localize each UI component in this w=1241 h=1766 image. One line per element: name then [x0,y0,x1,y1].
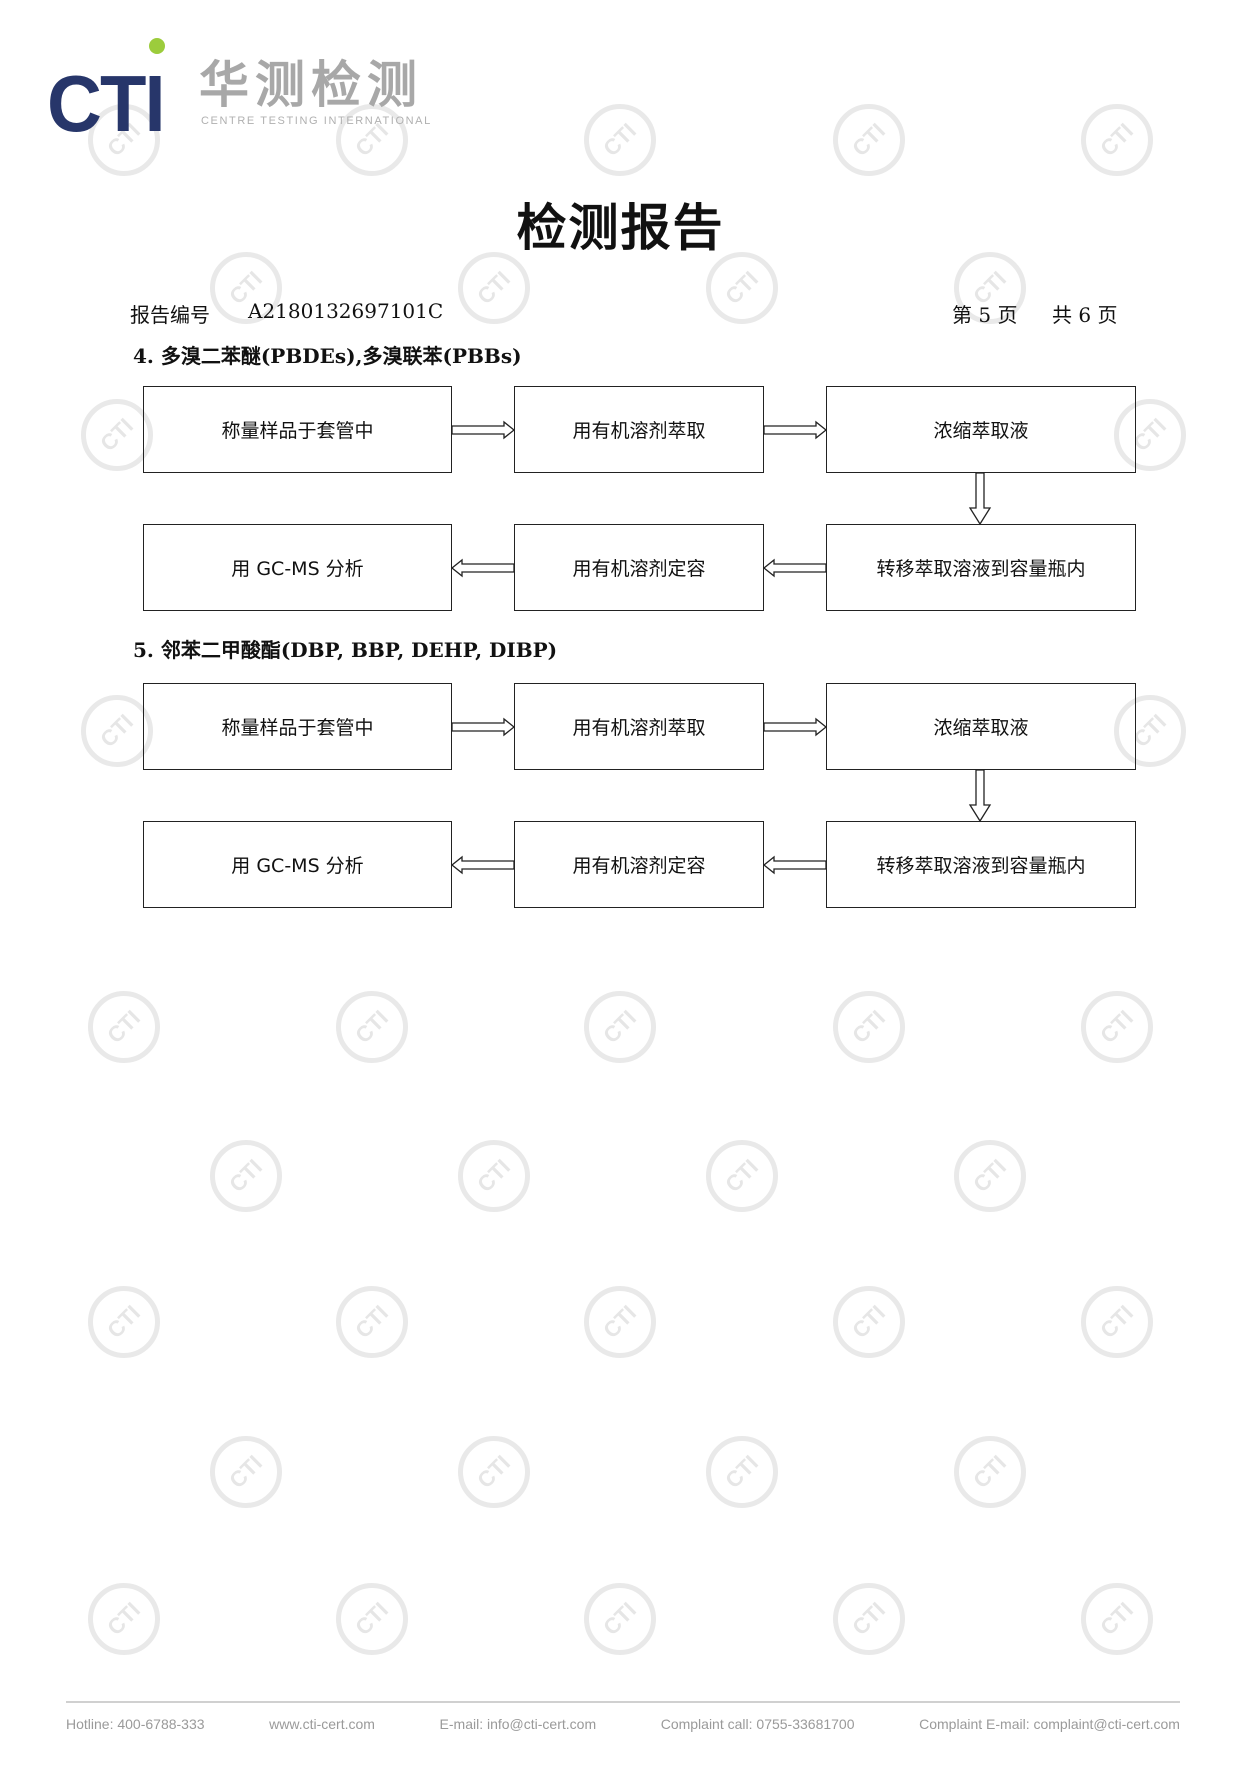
flow-step-box: 用有机溶剂定容 [514,524,764,611]
arrow-left-icon [450,855,515,874]
flow-step-box: 称量样品于套管中 [143,683,452,770]
footer-email: E-mail: info@cti-cert.com [439,1716,597,1732]
report-number-label: 报告编号 [130,303,210,327]
cti-watermark-icon: CTI [569,89,671,191]
cti-watermark-icon: CTI [818,1568,920,1670]
arrow-right-icon [763,420,828,439]
footer-divider [66,1701,1180,1703]
flow-step-box: 用有机溶剂定容 [514,821,764,908]
footer-complaint-email: Complaint E-mail: complaint@cti-cert.com [919,1716,1180,1732]
flow-step-box: 用 GC-MS 分析 [143,821,452,908]
arrow-right-icon [763,717,828,736]
flow-step-box: 用有机溶剂萃取 [514,386,764,473]
arrow-right-icon [451,717,516,736]
cti-watermark-icon: CTI [443,1125,545,1227]
cti-watermark-icon: CTI [818,89,920,191]
cti-watermark-icon: CTI [1066,976,1168,1078]
footer-website: www.cti-cert.com [269,1716,375,1732]
cti-watermark-icon: CTI [569,1568,671,1670]
cti-logo: CTI 华测检测 CENTRE TESTING INTERNATIONAL [47,38,447,144]
flow-step-box: 转移萃取溶液到容量瓶内 [826,821,1136,908]
cti-watermark-icon: CTI [691,1125,793,1227]
cti-watermark-icon: CTI [818,976,920,1078]
section-heading-5: 5. 邻苯二甲酸酯(DBP, BBP, DEHP, DIBP) [133,638,558,662]
cti-watermark-icon: CTI [195,1125,297,1227]
flow-step-box: 转移萃取溶液到容量瓶内 [826,524,1136,611]
cti-watermark-icon: CTI [73,1568,175,1670]
page-total: 共 6 页 [1052,303,1118,327]
arrow-left-icon [762,855,827,874]
footer-hotline: Hotline: 400-6788-333 [66,1716,205,1732]
cti-watermark-icon: CTI [321,1568,423,1670]
cti-watermark-icon: CTI [1066,89,1168,191]
flow-step-box: 浓缩萃取液 [826,386,1136,473]
flow-step-box: 称量样品于套管中 [143,386,452,473]
cti-watermark-icon: CTI [569,976,671,1078]
cti-watermark-icon: CTI [321,976,423,1078]
logo-mark: CTI [47,59,166,148]
cti-watermark-icon: CTI [1066,1568,1168,1670]
arrow-down-icon [968,769,992,823]
flow-step-box: 用有机溶剂萃取 [514,683,764,770]
arrow-left-icon [450,558,515,577]
logo-dot [149,38,165,54]
page-title: 检测报告 [516,198,725,257]
logo-chinese: 华测检测 [199,56,423,114]
arrow-right-icon [451,420,516,439]
cti-watermark-icon: CTI [818,1271,920,1373]
flow-step-box: 浓缩萃取液 [826,683,1136,770]
arrow-down-icon [968,472,992,526]
cti-watermark-icon: CTI [195,1421,297,1523]
section-heading-4: 4. 多溴二苯醚(PBDEs),多溴联苯(PBBs) [133,344,522,368]
cti-watermark-icon: CTI [691,1421,793,1523]
footer-complaint-call: Complaint call: 0755-33681700 [660,1716,855,1732]
cti-watermark-icon: CTI [1066,1271,1168,1373]
cti-watermark-icon: CTI [321,1271,423,1373]
page-number: 第 5 页 [952,303,1018,327]
logo-english: CENTRE TESTING INTERNATIONAL [201,115,432,127]
footer: Hotline: 400-6788-333 www.cti-cert.com E… [66,1716,1180,1732]
cti-watermark-icon: CTI [939,1125,1041,1227]
cti-watermark-icon: CTI [443,1421,545,1523]
cti-watermark-icon: CTI [939,1421,1041,1523]
arrow-left-icon [762,558,827,577]
cti-watermark-icon: CTI [73,976,175,1078]
cti-watermark-icon: CTI [73,1271,175,1373]
flow-step-box: 用 GC-MS 分析 [143,524,452,611]
report-number: A2180132697101C [248,299,444,323]
cti-watermark-icon: CTI [569,1271,671,1373]
